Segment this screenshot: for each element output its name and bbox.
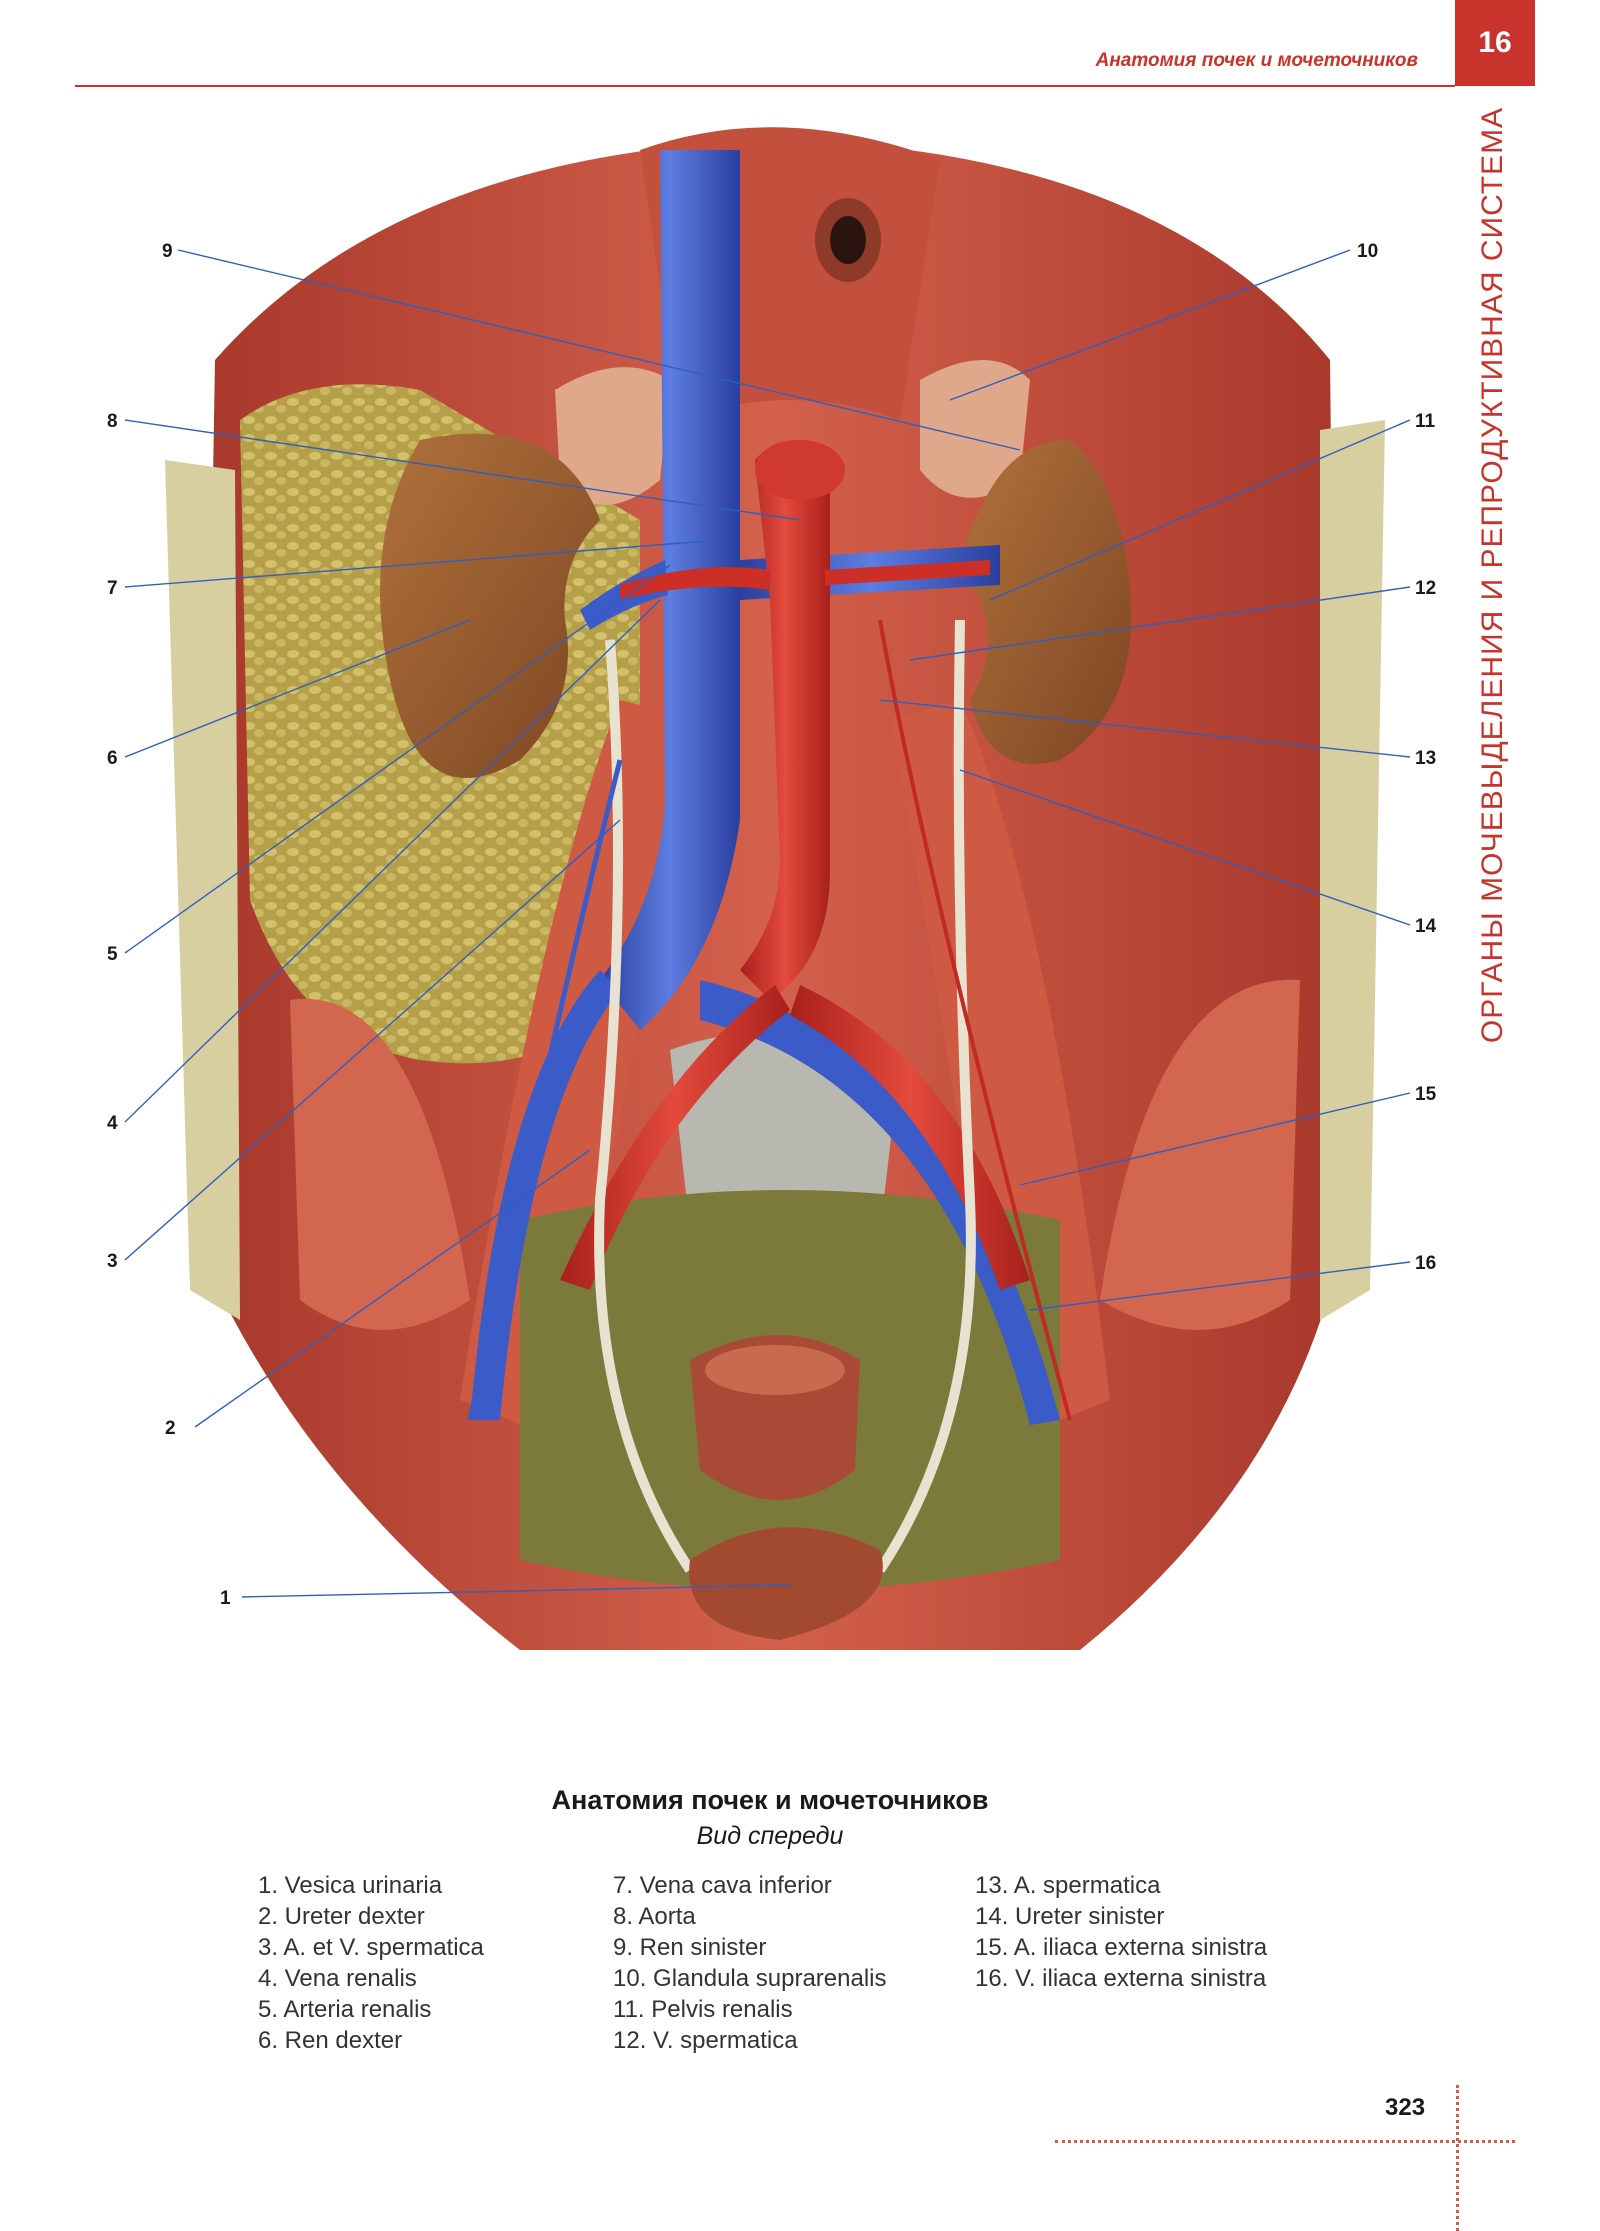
legend-item: 7. Vena cava inferior bbox=[613, 1872, 832, 1899]
left-spermatic-vessels bbox=[878, 619, 1072, 1421]
footer-dotted-vertical bbox=[1456, 2085, 1459, 2231]
aorta bbox=[740, 440, 830, 1000]
legend-item: 11. Pelvis renalis bbox=[613, 1996, 793, 2023]
right-spermatic-vessels bbox=[467, 759, 623, 1421]
callout-10: 10 bbox=[1357, 241, 1378, 262]
callout-8: 8 bbox=[107, 411, 118, 432]
iliacus-right bbox=[290, 998, 470, 1330]
page-number: 323 bbox=[1385, 2094, 1426, 2121]
right-renal-artery bbox=[620, 567, 770, 600]
right-kidney bbox=[380, 433, 600, 778]
callout-7: 7 bbox=[107, 578, 118, 599]
callout-14: 14 bbox=[1415, 916, 1437, 937]
callout-13: 13 bbox=[1415, 748, 1436, 769]
legend-item: 4. Vena renalis bbox=[258, 1965, 417, 1992]
urinary-bladder bbox=[689, 1527, 883, 1640]
legend-item: 6. Ren dexter bbox=[258, 2027, 403, 2054]
legend-item: 8. Aorta bbox=[613, 1903, 696, 1930]
callout-2: 2 bbox=[165, 1418, 176, 1439]
legend-item: 3. A. et V. spermatica bbox=[258, 1934, 484, 1961]
callout-3: 3 bbox=[107, 1251, 118, 1272]
leader-lines bbox=[124, 249, 1411, 1598]
legend-column-1: 1. Vesica urinaria 2. Ureter dexter 3. A… bbox=[258, 1870, 484, 2056]
left-wall-layer bbox=[165, 460, 240, 1320]
right-ureter bbox=[594, 639, 695, 1573]
callout-5: 5 bbox=[107, 944, 118, 965]
callout-15: 15 bbox=[1415, 1084, 1437, 1105]
anatomical-illustration: 1 2 3 4 5 6 7 8 9 10 11 12 13 14 15 16 bbox=[107, 127, 1437, 1650]
right-wall-layer bbox=[1320, 420, 1385, 1320]
callout-16: 16 bbox=[1415, 1253, 1436, 1274]
figure-caption-subtitle: Вид спереди bbox=[696, 1822, 844, 1850]
legend-column-2: 7. Vena cava inferior 8. Aorta 9. Ren si… bbox=[613, 1870, 887, 2056]
legend-item: 1. Vesica urinaria bbox=[258, 1872, 443, 1899]
left-renal-artery bbox=[825, 560, 990, 585]
chapter-number-box: 16 bbox=[1455, 0, 1535, 86]
legend-item: 16. V. iliaca externa sinistra bbox=[975, 1965, 1267, 1992]
callout-1: 1 bbox=[220, 1588, 231, 1609]
rectum-lumen bbox=[705, 1345, 845, 1395]
legend-item: 12. V. spermatica bbox=[613, 2027, 798, 2054]
callout-9: 9 bbox=[162, 241, 173, 262]
callout-6: 6 bbox=[107, 748, 118, 769]
iliacus-left bbox=[1100, 979, 1300, 1330]
celiac-trunk bbox=[755, 440, 845, 500]
right-iliac-artery bbox=[560, 985, 790, 1290]
left-kidney bbox=[965, 440, 1132, 764]
legend-item: 15. A. iliaca externa sinistra bbox=[975, 1934, 1268, 1961]
legend-item: 13. A. spermatica bbox=[975, 1872, 1161, 1899]
left-adrenal bbox=[920, 360, 1030, 498]
right-adrenal bbox=[555, 367, 670, 505]
legend-item: 2. Ureter dexter bbox=[258, 1903, 425, 1930]
esophagus-lumen bbox=[830, 216, 866, 264]
callout-12: 12 bbox=[1415, 578, 1436, 599]
right-iliac-vein bbox=[470, 970, 620, 1420]
callout-4: 4 bbox=[107, 1113, 118, 1134]
left-ureter bbox=[875, 619, 976, 1573]
legend-item: 14. Ureter sinister bbox=[975, 1903, 1165, 1930]
header-rule bbox=[75, 85, 1455, 87]
running-header-title: Анатомия почек и мочеточников bbox=[1095, 50, 1418, 71]
legend-item: 9. Ren sinister bbox=[613, 1934, 767, 1961]
legend-item: 5. Arteria renalis bbox=[258, 1996, 432, 2023]
figure-caption-title: Анатомия почек и мочеточников bbox=[551, 1785, 989, 1815]
footer-dotted-rule bbox=[1055, 2140, 1515, 2143]
legend-column-3: 13. A. spermatica 14. Ureter sinister 15… bbox=[975, 1870, 1267, 1994]
legend-item: 10. Glandula suprarenalis bbox=[613, 1965, 887, 1992]
callout-11: 11 bbox=[1415, 411, 1436, 432]
